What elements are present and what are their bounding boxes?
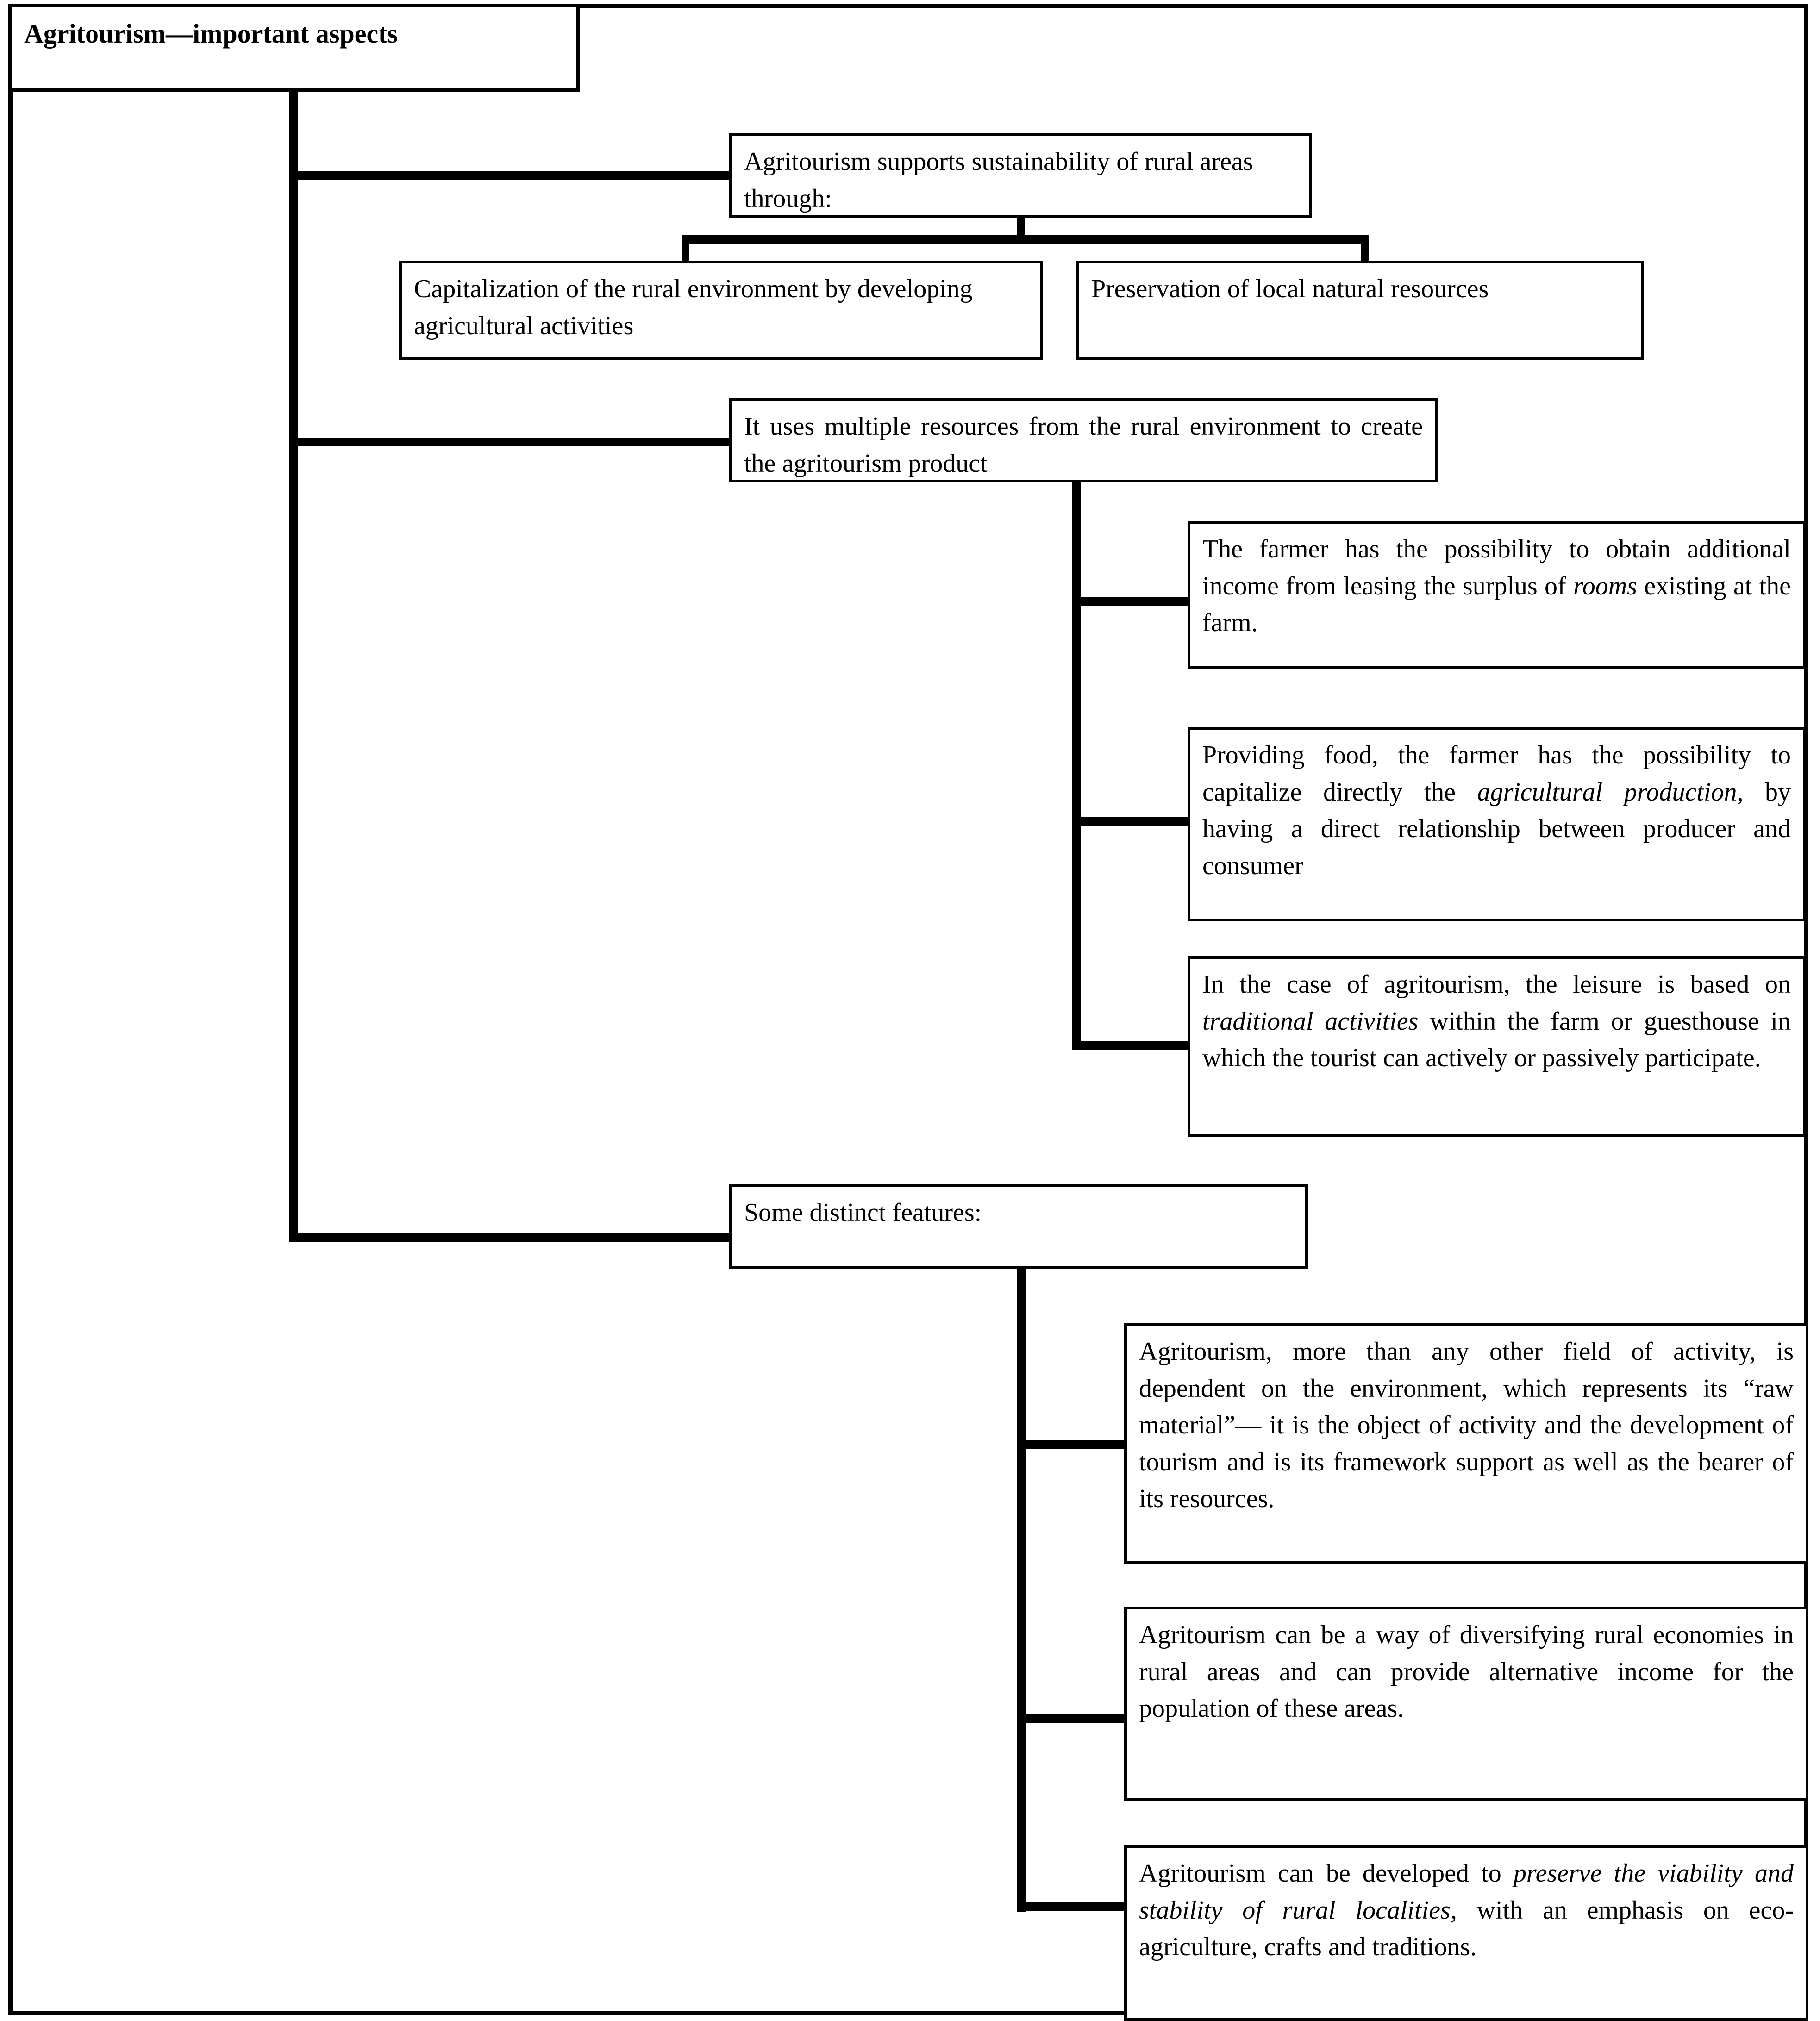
branch-2-child-3-text: In the case of agritourism, the leisure … <box>1202 970 1791 1073</box>
branch-1-split-bar <box>682 235 1369 244</box>
branch-1-child-1-label: Capitalization of the rural environment … <box>414 275 973 340</box>
root-node-label: Agritourism—important aspects <box>24 19 398 49</box>
branch-2-node[interactable]: It uses multiple resources from the rura… <box>729 398 1438 482</box>
root-node[interactable]: Agritourism—important aspects <box>8 4 580 92</box>
branch-2-label: It uses multiple resources from the rura… <box>744 412 1423 478</box>
branch-3-child-2-text: Agritourism can be a way of diversifying… <box>1139 1621 1794 1723</box>
branch-3-child-1-text: Agritourism, more than any other field o… <box>1139 1337 1794 1514</box>
branch-3-child-3-node[interactable]: Agritourism can be developed to preserve… <box>1124 1845 1808 2021</box>
branch-1-child-1-stem <box>682 235 689 264</box>
branch-2-child-3-node[interactable]: In the case of agritourism, the leisure … <box>1188 956 1806 1137</box>
branch-1-child-2-stem <box>1361 235 1369 264</box>
branch-1-child-1-node[interactable]: Capitalization of the rural environment … <box>399 261 1043 360</box>
connector-branch-2-child-3 <box>1072 1041 1213 1050</box>
branch-1-child-2-label: Preservation of local natural resources <box>1091 275 1489 303</box>
branch-3-label: Some distinct features: <box>744 1198 982 1227</box>
page-border <box>8 4 1808 2015</box>
branch-3-child-3-text: Agritourism can be developed to preserve… <box>1139 1859 1794 1962</box>
branch-1-node[interactable]: Agritourism supports sustainability of r… <box>729 133 1312 218</box>
connector-branch-3 <box>289 1233 733 1242</box>
trunk-main <box>289 88 298 1242</box>
branch-2-child-2-node[interactable]: Providing food, the farmer has the possi… <box>1188 727 1806 921</box>
branch-2-child-1-node[interactable]: The farmer has the possibility to obtain… <box>1188 521 1806 669</box>
branch-2-child-2-text: Providing food, the farmer has the possi… <box>1202 741 1791 880</box>
trunk-branch-2 <box>1072 482 1081 1050</box>
branch-3-child-2-node[interactable]: Agritourism can be a way of diversifying… <box>1124 1607 1808 1801</box>
branch-3-node[interactable]: Some distinct features: <box>729 1184 1308 1269</box>
connector-branch-1 <box>289 171 733 180</box>
connector-branch-2-child-1 <box>1072 597 1213 606</box>
branch-2-child-1-text: The farmer has the possibility to obtain… <box>1202 535 1791 638</box>
branch-3-child-1-node[interactable]: Agritourism, more than any other field o… <box>1124 1323 1808 1564</box>
connector-branch-2-child-2 <box>1072 817 1213 826</box>
branch-1-child-2-node[interactable]: Preservation of local natural resources <box>1076 261 1644 360</box>
branch-1-label: Agritourism supports sustainability of r… <box>744 147 1253 213</box>
trunk-branch-3 <box>1017 1269 1026 1912</box>
connector-branch-2 <box>289 438 733 446</box>
